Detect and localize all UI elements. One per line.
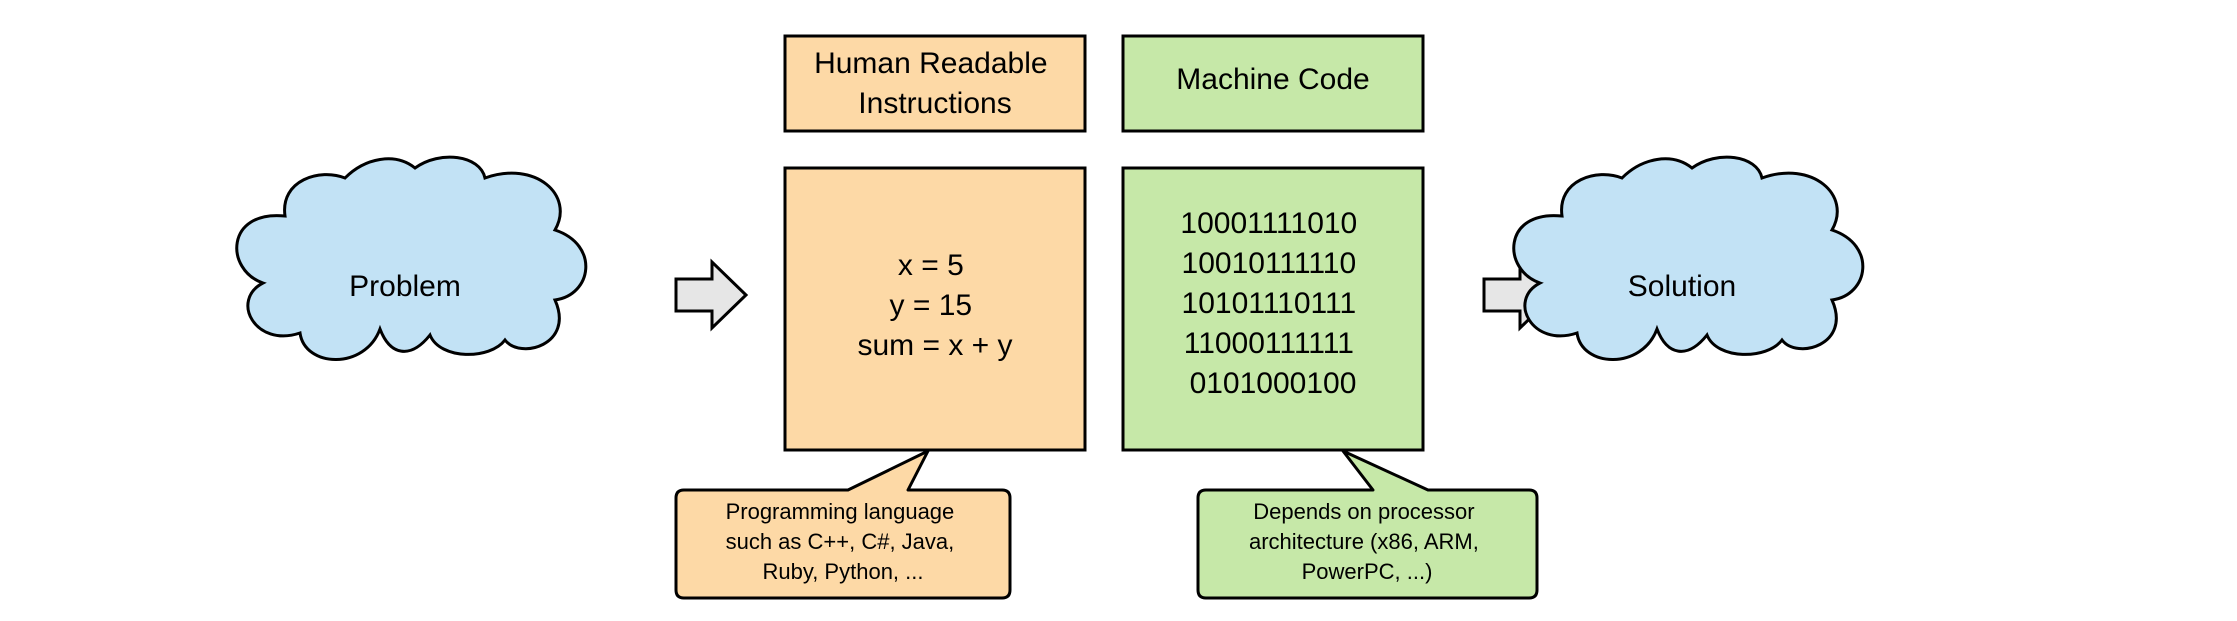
problem-label: Problem	[349, 270, 461, 303]
problem-cloud-shape	[235, 155, 588, 361]
machine-code-line: 0101000100	[1190, 367, 1357, 400]
machine-code-line: 11000111111	[1184, 327, 1354, 360]
human-code-line: y = 15	[890, 289, 973, 322]
machine-header-line: Machine Code	[1176, 63, 1369, 96]
machine-code-line: 10101110111	[1182, 287, 1357, 320]
machine-code-box-rect	[1121, 166, 1425, 452]
human-callout-bubble	[674, 449, 1012, 600]
solution-cloud: Solution	[1512, 155, 1865, 361]
right-arrow-icon	[674, 258, 749, 332]
human-code-box-rect	[783, 166, 1087, 452]
human-callout-line: such as C++, C#, Java,	[726, 529, 955, 554]
machine-code-line: 10001111010	[1180, 207, 1357, 240]
svg-text:Human Readable Instructi: Human Readable Instructions	[814, 47, 1056, 120]
machine-code-box: 10001111010 10010111110 10101110111 1100…	[1121, 166, 1425, 452]
machine-callout: Depends on processor architecture (x86, …	[1196, 449, 1539, 600]
solution-cloud-shape	[1512, 155, 1865, 361]
human-code-box: x = 5 y = 15 sum = x + y	[783, 166, 1087, 452]
problem-cloud: Problem	[235, 155, 588, 361]
human-header-line: Instructions	[858, 87, 1011, 120]
machine-code-line: 10010111110	[1182, 247, 1357, 280]
human-header-line: Human Readable	[814, 47, 1047, 80]
svg-text:x = 5 y = 15 sum =: x = 5 y = 15 sum = x + y	[857, 249, 1012, 362]
human-readable-header: Human Readable Instructions	[783, 34, 1087, 133]
human-callout-line: Programming language	[726, 499, 955, 524]
svg-text:10001111010 10010111110: 10001111010 10010111110 10101110111 1100…	[1180, 207, 1365, 400]
svg-text:Depends on processor arc: Depends on processor architecture (x86, …	[1249, 499, 1485, 584]
machine-callout-bubble	[1196, 449, 1539, 600]
svg-text:Machine Code: Machine Code	[1176, 63, 1369, 96]
machine-callout-line: PowerPC, ...)	[1302, 559, 1433, 584]
machine-callout-line: architecture (x86, ARM,	[1249, 529, 1479, 554]
human-code-line: x = 5	[898, 249, 964, 282]
svg-text:Programming language suc: Programming language such as C++, C#, Ja…	[726, 499, 961, 584]
human-callout-line: Ruby, Python, ...	[762, 559, 923, 584]
human-readable-header-box	[783, 34, 1087, 133]
machine-code-header-box	[1121, 34, 1425, 133]
machine-code-header: Machine Code	[1121, 34, 1425, 133]
solution-label: Solution	[1628, 270, 1736, 303]
human-code-line: sum = x + y	[857, 329, 1012, 362]
human-callout: Programming language such as C++, C#, Ja…	[674, 449, 1012, 600]
machine-callout-line: Depends on processor	[1253, 499, 1474, 524]
